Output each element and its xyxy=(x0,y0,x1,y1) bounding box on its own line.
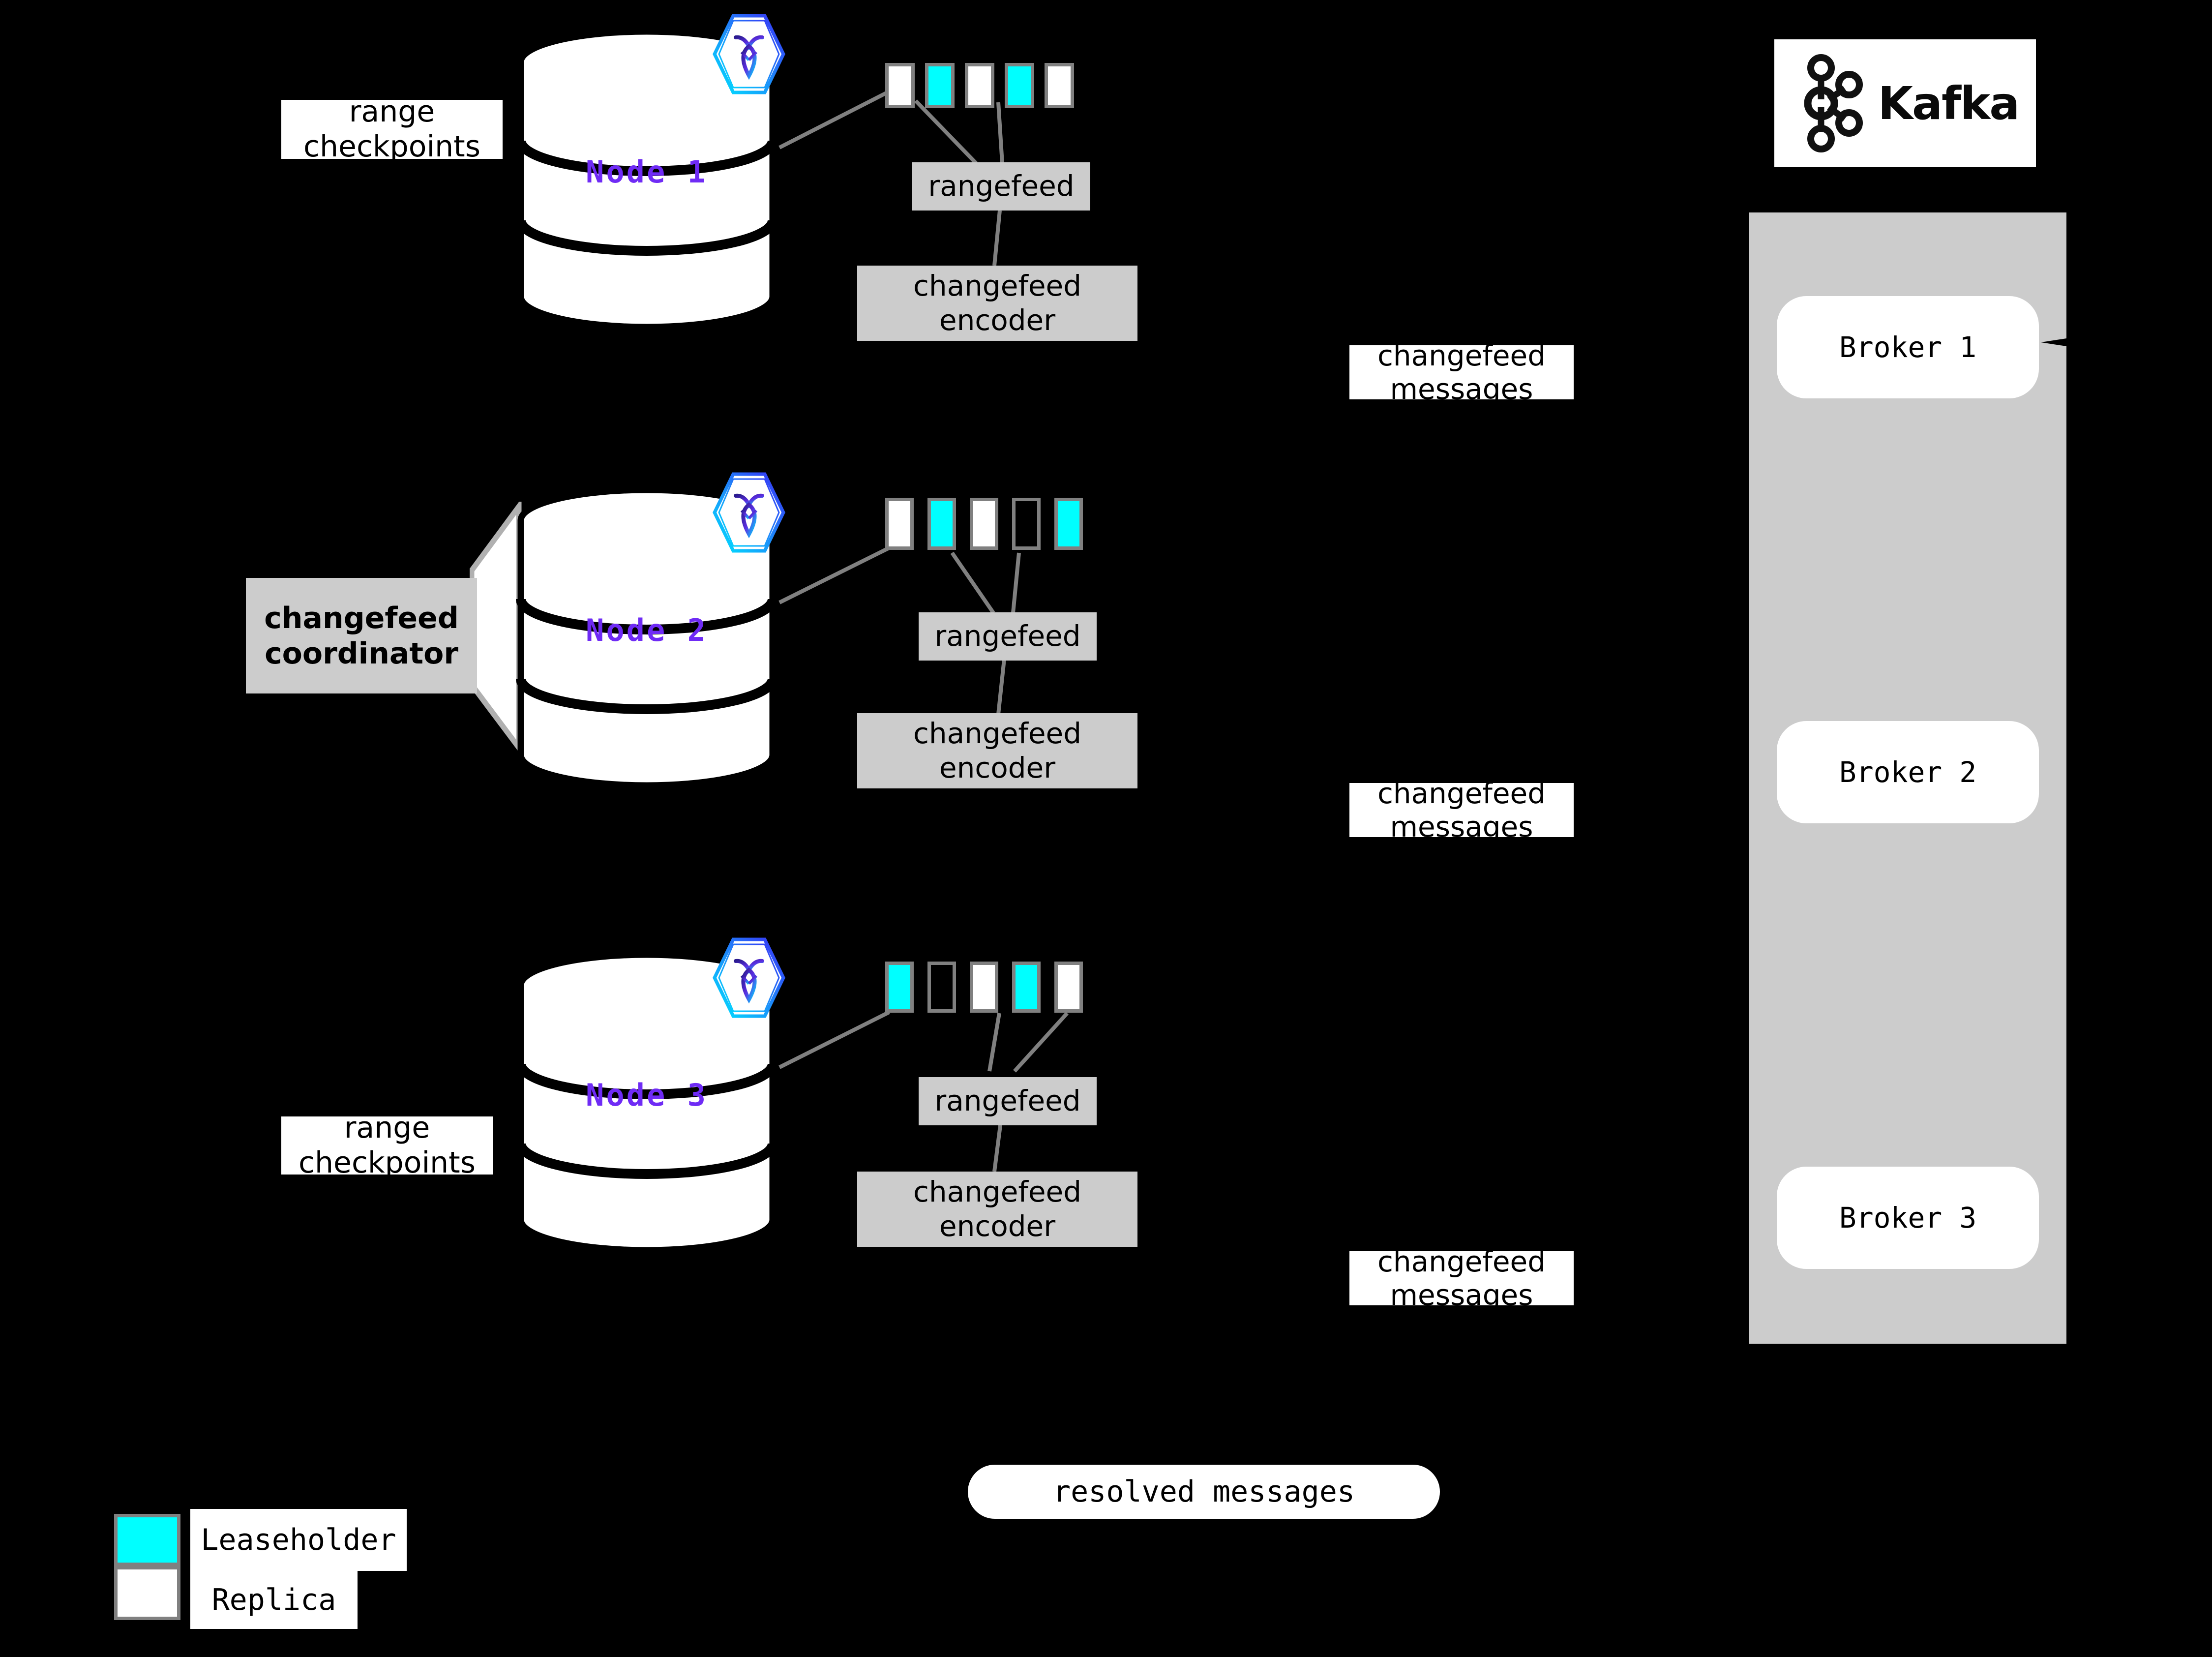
node2-rangefeed-box[interactable]: rangefeed xyxy=(919,612,1097,661)
node3-cylinder[interactable]: Node 3 xyxy=(514,952,779,1252)
node3-range-checkpoints-label: range checkpoints xyxy=(281,1111,493,1180)
kafka-logo-card: Kafka xyxy=(1774,39,2036,167)
node2-messages-line1: changefeed xyxy=(1377,776,1546,810)
node1-ranges xyxy=(885,63,1074,108)
range-leaseholder[interactable] xyxy=(925,63,955,108)
node2-changefeed-encoder-box[interactable]: changefeed encoder xyxy=(857,713,1137,788)
range-replica[interactable] xyxy=(885,498,914,550)
kafka-broker-2[interactable]: Broker 2 xyxy=(1777,721,2039,823)
cockroachdb-hexagon-icon xyxy=(707,934,791,1021)
node3-encoder-line2: encoder xyxy=(939,1209,1056,1243)
legend-label-leaseholder: Leaseholder xyxy=(190,1509,407,1571)
legend-swatch-replica xyxy=(114,1566,180,1620)
resolved-messages-pill[interactable]: resolved messages xyxy=(968,1465,1440,1519)
range-replica[interactable] xyxy=(1045,63,1074,108)
node2-encoder-line1: changefeed xyxy=(913,716,1082,750)
range-replica[interactable] xyxy=(970,962,998,1013)
node1-cylinder[interactable]: Node 1 xyxy=(514,29,779,329)
node1-label: Node 1 xyxy=(586,154,708,190)
node3-messages-line1: changefeed xyxy=(1377,1244,1546,1278)
node1-changefeed-encoder-box[interactable]: changefeed encoder xyxy=(857,266,1137,341)
range-replica[interactable] xyxy=(970,498,998,550)
range-leaseholder[interactable] xyxy=(927,498,956,550)
kafka-logo-text: Kafka xyxy=(1878,77,2020,130)
node1-range-checkpoints-line2: checkpoints xyxy=(303,129,480,164)
node2-ranges xyxy=(885,498,1083,550)
node2-changefeed-messages-label: changefeed messages xyxy=(1349,777,1574,844)
node3-range-checkpoints-line2: checkpoints xyxy=(299,1145,476,1180)
node3-ranges xyxy=(885,962,1083,1013)
node1-messages-line2: messages xyxy=(1390,372,1533,406)
node3-changefeed-encoder-box[interactable]: changefeed encoder xyxy=(857,1172,1137,1247)
range-replica[interactable] xyxy=(1054,962,1083,1013)
node3-encoder-line1: changefeed xyxy=(913,1175,1082,1208)
cockroachdb-hexagon-icon xyxy=(707,469,791,556)
node1-changefeed-messages-label: changefeed messages xyxy=(1349,339,1574,406)
legend-label-replica: Replica xyxy=(190,1571,358,1629)
changefeed-coordinator-box[interactable]: changefeed coordinator xyxy=(246,578,477,693)
node1-messages-line1: changefeed xyxy=(1377,338,1546,372)
coordinator-line2: coordinator xyxy=(265,636,458,671)
range-leaseholder[interactable] xyxy=(1005,63,1034,108)
node1-rangefeed-box[interactable]: rangefeed xyxy=(912,162,1090,211)
legend-swatch-leaseholder xyxy=(114,1514,180,1566)
node3-changefeed-messages-label: changefeed messages xyxy=(1349,1245,1574,1312)
cockroachdb-hexagon-icon xyxy=(707,11,791,97)
node1-encoder-line2: encoder xyxy=(939,303,1056,337)
coordinator-line1: changefeed xyxy=(264,601,459,635)
range-leaseholder[interactable] xyxy=(1054,498,1083,550)
range-unavailable[interactable] xyxy=(927,962,956,1013)
node1-encoder-line1: changefeed xyxy=(913,269,1082,302)
node2-label: Node 2 xyxy=(586,612,708,648)
kafka-broker-3[interactable]: Broker 3 xyxy=(1777,1167,2039,1269)
range-leaseholder[interactable] xyxy=(1012,962,1041,1013)
kafka-logo-icon xyxy=(1804,54,1863,152)
node2-messages-line2: messages xyxy=(1390,810,1533,844)
range-replica[interactable] xyxy=(885,63,915,108)
node2-encoder-line2: encoder xyxy=(939,751,1056,784)
range-leaseholder[interactable] xyxy=(885,962,914,1013)
node3-rangefeed-box[interactable]: rangefeed xyxy=(919,1077,1097,1125)
kafka-inbound-arrowheads xyxy=(2041,338,2066,346)
node2-cylinder[interactable]: Node 2 xyxy=(514,487,779,787)
node3-range-checkpoints-line1: range xyxy=(344,1111,430,1145)
node3-messages-line2: messages xyxy=(1390,1278,1533,1312)
node1-range-checkpoints-line1: range xyxy=(349,94,435,129)
node3-label: Node 3 xyxy=(586,1077,708,1113)
node1-range-checkpoints-label: range checkpoints xyxy=(281,94,503,164)
range-unavailable[interactable] xyxy=(1012,498,1041,550)
kafka-broker-1[interactable]: Broker 1 xyxy=(1777,296,2039,398)
range-replica[interactable] xyxy=(965,63,994,108)
